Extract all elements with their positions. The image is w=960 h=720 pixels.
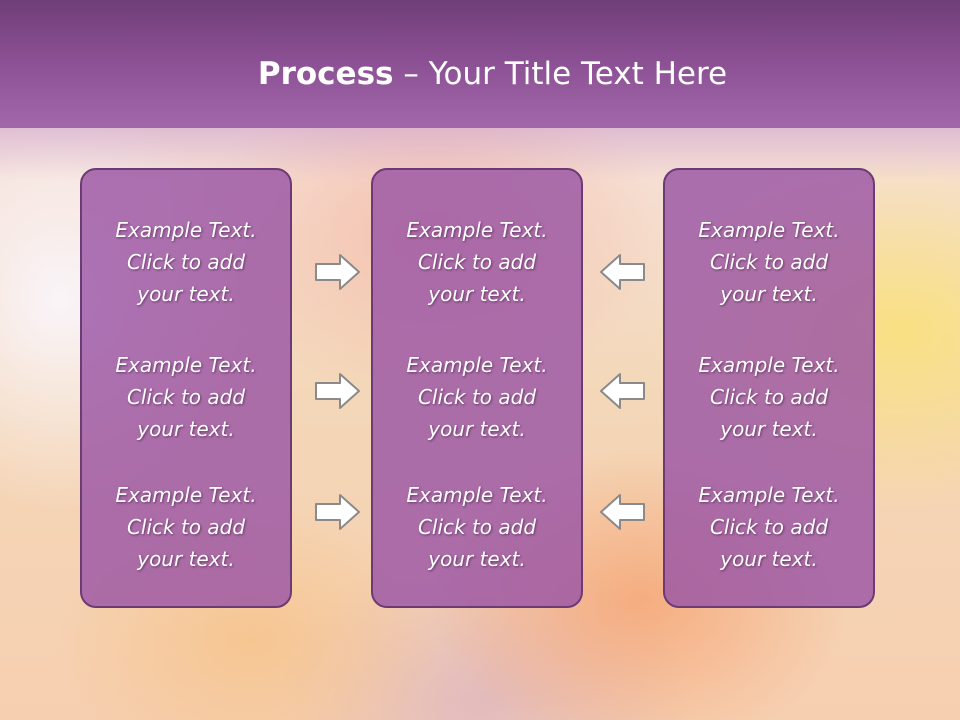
title-bold-part: Process [257, 56, 394, 92]
text-line: your text. [137, 547, 235, 571]
text-line: Click to add [417, 250, 537, 274]
text-line: your text. [720, 417, 818, 441]
title-bar: Process – Your Title Text Here [0, 0, 960, 128]
text-line: your text. [428, 417, 526, 441]
text-line: Example Text. [698, 218, 840, 242]
text-block[interactable]: Example Text. Click to add your text. [665, 349, 873, 445]
text-line: Example Text. [406, 218, 548, 242]
text-line: Example Text. [115, 353, 257, 377]
text-line: Click to add [709, 515, 829, 539]
text-line: your text. [428, 547, 526, 571]
process-box-right[interactable]: Example Text. Click to add your text. Ex… [663, 168, 875, 608]
text-line: your text. [720, 282, 818, 306]
text-block[interactable]: Example Text. Click to add your text. [82, 479, 290, 575]
text-block[interactable]: Example Text. Click to add your text. [82, 349, 290, 445]
text-line: Example Text. [406, 483, 548, 507]
text-line: Click to add [417, 515, 537, 539]
text-line: Example Text. [698, 353, 840, 377]
text-line: Click to add [126, 515, 246, 539]
slide-title[interactable]: Process – Your Title Text Here [0, 52, 960, 96]
text-block[interactable]: Example Text. Click to add your text. [665, 214, 873, 310]
text-line: Click to add [417, 385, 537, 409]
text-line: Example Text. [406, 353, 548, 377]
text-line: Example Text. [115, 218, 257, 242]
text-block[interactable]: Example Text. Click to add your text. [373, 479, 581, 575]
text-block[interactable]: Example Text. Click to add your text. [373, 349, 581, 445]
arrow-left-icon[interactable] [598, 492, 646, 532]
arrow-right-icon[interactable] [314, 252, 362, 292]
text-block[interactable]: Example Text. Click to add your text. [665, 479, 873, 575]
process-box-left[interactable]: Example Text. Click to add your text. Ex… [80, 168, 292, 608]
text-line: Click to add [126, 385, 246, 409]
arrow-right-icon[interactable] [314, 492, 362, 532]
process-box-center[interactable]: Example Text. Click to add your text. Ex… [371, 168, 583, 608]
text-line: Example Text. [115, 483, 257, 507]
arrow-left-icon[interactable] [598, 252, 646, 292]
text-line: Click to add [126, 250, 246, 274]
text-line: Click to add [709, 385, 829, 409]
arrow-right-icon[interactable] [314, 371, 362, 411]
text-line: your text. [137, 417, 235, 441]
arrow-left-icon[interactable] [598, 371, 646, 411]
text-line: Example Text. [698, 483, 840, 507]
text-line: Click to add [709, 250, 829, 274]
text-line: your text. [428, 282, 526, 306]
text-line: your text. [720, 547, 818, 571]
text-block[interactable]: Example Text. Click to add your text. [373, 214, 581, 310]
text-block[interactable]: Example Text. Click to add your text. [82, 214, 290, 310]
text-line: your text. [137, 282, 235, 306]
title-rest-part: – Your Title Text Here [393, 56, 728, 92]
